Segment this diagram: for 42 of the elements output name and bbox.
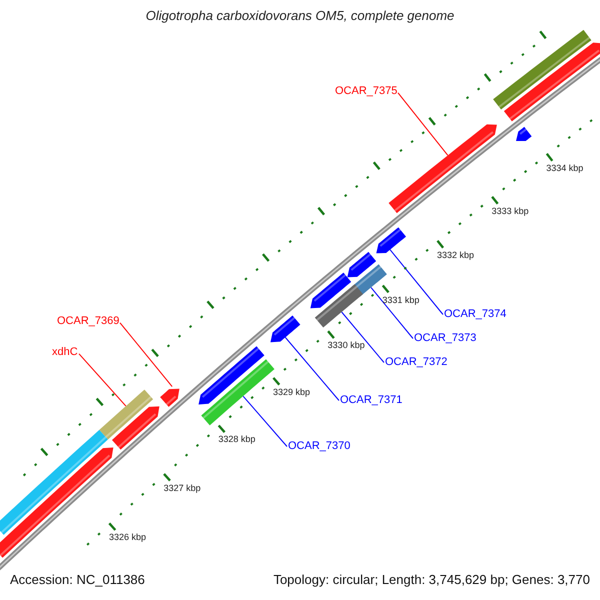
gene-feature [376, 227, 406, 254]
leader-line [341, 312, 384, 363]
leader-line [120, 322, 173, 388]
gene-label: OCAR_7372 [385, 356, 448, 369]
footer-text: Accession: NC_011386 [10, 573, 145, 588]
gene-label: OCAR_7375 [335, 85, 398, 98]
diagram-title: Oligotropha carboxidovorans OM5, complete genome [144, 9, 456, 24]
scale-label: 3333 kbp [492, 206, 529, 216]
gene-feature [310, 272, 352, 308]
leader-line [284, 336, 340, 401]
gene-feature [201, 359, 274, 426]
gene-feature [112, 406, 160, 450]
scale-label: 3326 kbp [108, 532, 146, 543]
gene-label: OCAR_7373 [414, 332, 476, 345]
gene-feature [314, 284, 364, 328]
scale-label: 3334 kbp [546, 162, 584, 174]
gene-feature [516, 126, 532, 142]
gene-label: OCAR_7371 [340, 394, 402, 407]
scale-label: 3327 kbp [164, 482, 201, 494]
gene-label: OCAR_7374 [444, 308, 506, 321]
gene-label: OCAR_7369 [57, 315, 120, 328]
leader-line [78, 353, 126, 407]
gene-feature [493, 30, 592, 110]
gene-feature [160, 388, 180, 407]
scale-label: 3330 kbp [328, 340, 365, 351]
footer-text: Topology: circular; Length: 3,745,629 bp; Genes: 3,770 [273, 573, 590, 588]
gene-feature [99, 390, 154, 440]
leader-line [398, 92, 448, 156]
gene-label: xdhC [52, 346, 78, 359]
scale-label: 3328 kbp [218, 434, 256, 445]
gene-feature [504, 42, 600, 122]
scale-label: 3332 kbp [436, 250, 474, 260]
leader-line [390, 249, 444, 315]
gene-feature [0, 430, 108, 535]
scale-label: 3331 kbp [382, 294, 420, 305]
gene-feature [198, 346, 264, 405]
gene-feature [347, 252, 376, 278]
leader-line [370, 286, 414, 339]
gene-label: OCAR_7370 [288, 440, 350, 453]
leader-line [242, 396, 288, 447]
gene-feature [270, 316, 300, 342]
scale-label: 3329 kbp [273, 386, 310, 398]
